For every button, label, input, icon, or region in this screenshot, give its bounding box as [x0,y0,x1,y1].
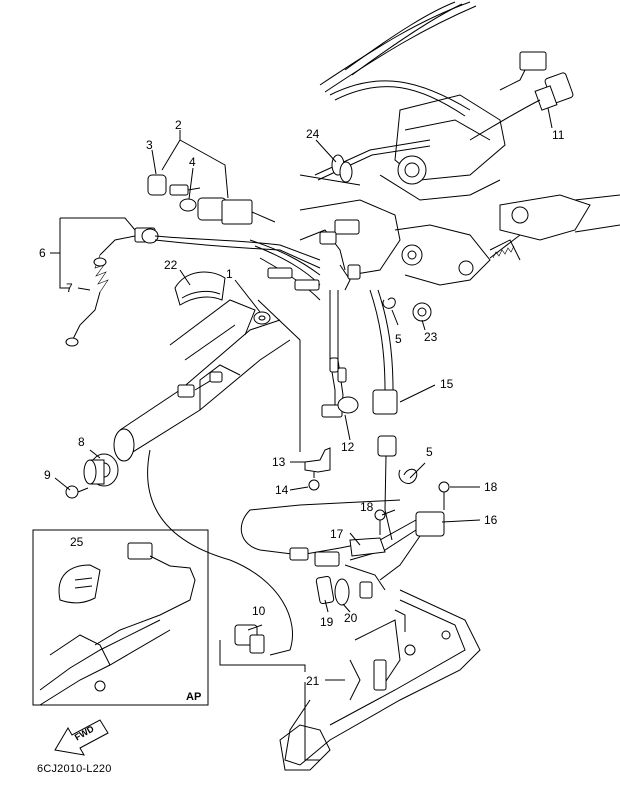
sleeves-19-20 [315,575,373,606]
callout-18-left: 18 [360,500,374,514]
callout-20: 20 [344,611,358,625]
callout-16: 16 [484,513,498,527]
callout-10: 10 [252,604,266,618]
callout-3: 3 [146,138,153,152]
callout-7: 7 [66,281,73,295]
washer-23 [412,302,432,322]
grip-end-and-screw [65,453,119,499]
callout-8: 8 [78,435,85,449]
callout-14: 14 [275,483,289,497]
callout-12: 12 [341,440,355,454]
lanyard-and-clip [65,227,321,347]
callout-5-lower: 5 [426,445,433,459]
control-cables [319,1,477,117]
callout-24: 24 [306,127,320,141]
connector-top-right [469,51,574,141]
clamp-24 [314,139,431,183]
tiller-handle [113,299,291,462]
inset-tag: AP [186,691,202,703]
drawing-code: 6CJ2010-L220 [37,763,112,775]
callout-23: 23 [424,330,438,344]
callout-4: 4 [189,155,196,169]
grip-22 [174,271,226,306]
callout-6: 6 [39,246,46,260]
callout-1: 1 [226,267,233,281]
clip-part-1 [253,311,271,325]
callout-9: 9 [44,468,51,482]
fwd-arrow-icon [54,719,109,756]
bracket-and-bolt [304,447,331,491]
key-switch-parts [147,174,276,225]
steering-bracket [299,94,620,286]
wire-to-10 [147,449,293,656]
bottom-cowling [279,589,481,771]
callout-17: 17 [330,527,344,541]
clips-part-5 [382,297,418,484]
callout-18-right: 18 [484,480,498,494]
callout-19: 19 [320,615,334,629]
callout-25: 25 [70,535,84,549]
lower-harness [240,499,445,591]
upper-harness [249,219,361,301]
callout-13: 13 [272,455,286,469]
callout-2: 2 [175,118,182,132]
callout-11: 11 [552,128,565,142]
center-wires [321,289,398,541]
leader-lines [50,107,553,761]
bolts-18 [374,481,450,535]
callout-15: 15 [440,377,454,391]
inset-box [32,529,209,706]
callout-22: 22 [164,258,178,272]
callout-5-upper: 5 [395,332,402,346]
callout-21: 21 [306,674,320,688]
